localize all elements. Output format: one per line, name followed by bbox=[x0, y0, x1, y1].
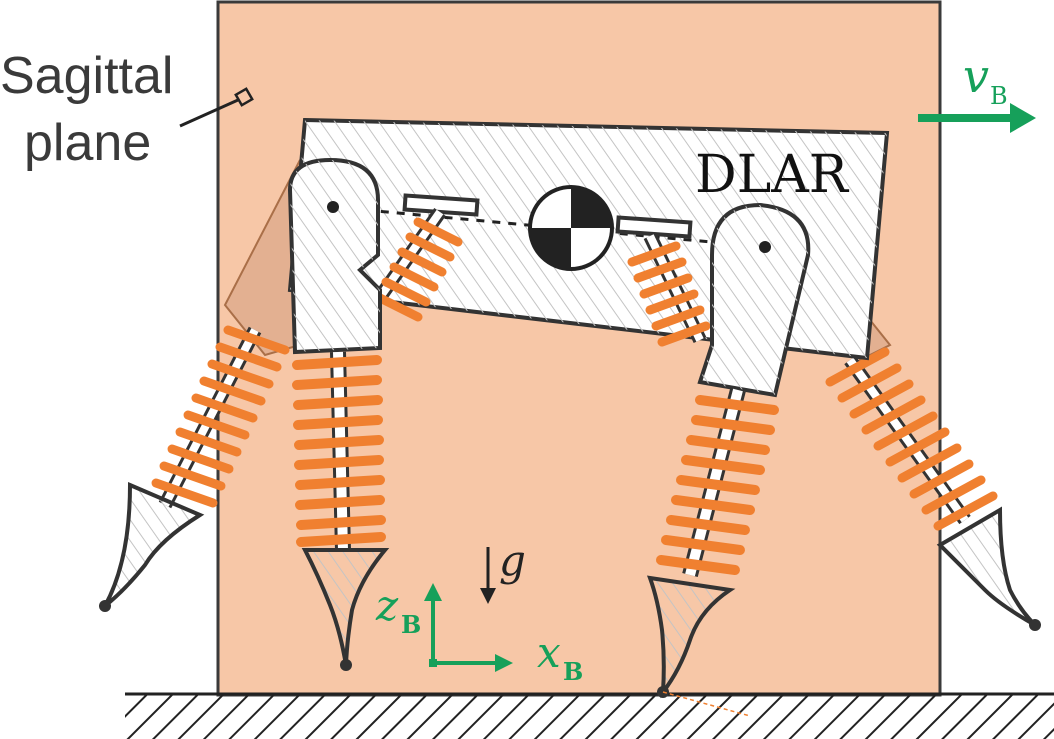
near-left-leg bbox=[287, 157, 390, 671]
far-left-leg bbox=[99, 159, 301, 612]
gravity-arrow bbox=[480, 547, 496, 604]
sagittal-plane-label-line1: Sagittal bbox=[0, 47, 173, 105]
center-of-mass-icon bbox=[528, 185, 614, 271]
x-axis-label-subscript: B bbox=[563, 657, 583, 686]
right-upper-spring bbox=[615, 215, 711, 347]
sagittal-leader-box bbox=[234, 87, 254, 107]
far-right-leg bbox=[825, 317, 1041, 631]
ground bbox=[125, 692, 1054, 739]
gravity-label: g bbox=[499, 536, 526, 585]
velocity-arrow bbox=[918, 103, 1036, 133]
left-upper-spring bbox=[372, 193, 480, 322]
velocity-label-subscript: B bbox=[990, 82, 1008, 110]
x-axis-label: x bbox=[537, 628, 561, 677]
velocity-label: v bbox=[963, 49, 989, 103]
logo-text: DLAR bbox=[695, 145, 850, 205]
sagittal-plane-label-line2: plane bbox=[24, 114, 151, 172]
body-frame-axes bbox=[424, 583, 513, 672]
z-axis-label: z bbox=[375, 581, 399, 630]
z-axis-label-subscript: B bbox=[401, 610, 421, 639]
sagittal-leader-line bbox=[179, 98, 239, 128]
near-right-leg bbox=[646, 202, 811, 717]
